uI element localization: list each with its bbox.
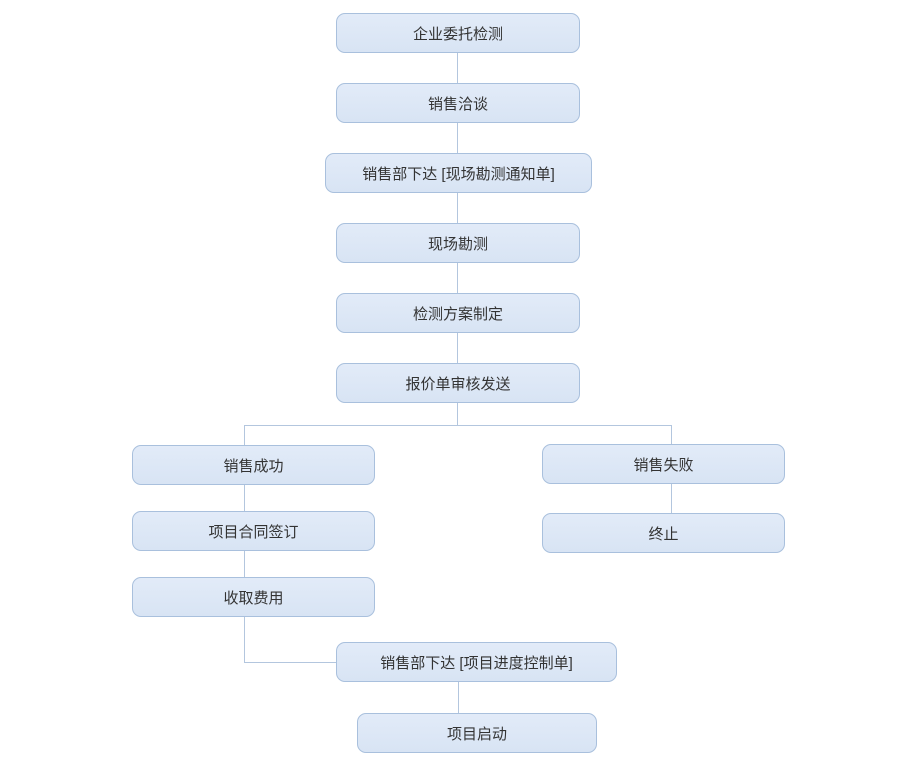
connector-split-n7: [244, 425, 245, 445]
node-project-contract-signing: 项目合同签订: [132, 511, 375, 551]
node-terminate: 终止: [542, 513, 785, 553]
connector-n11-elbow-horizontal: [244, 662, 337, 663]
connector-n8-n10: [671, 484, 672, 513]
connector-n6-split: [457, 403, 458, 425]
connector-n3-n4: [457, 193, 458, 223]
node-quotation-review-send: 报价单审核发送: [336, 363, 580, 403]
node-sales-dept-progress-control: 销售部下达 [项目进度控制单]: [336, 642, 617, 682]
connector-n12-n13: [458, 682, 459, 713]
connector-n2-n3: [457, 123, 458, 153]
node-sales-success: 销售成功: [132, 445, 375, 485]
node-sales-negotiation: 销售洽谈: [336, 83, 580, 123]
node-fee-collection: 收取费用: [132, 577, 375, 617]
node-sales-dept-survey-notice: 销售部下达 [现场勘测通知单]: [325, 153, 592, 193]
connector-n1-n2: [457, 53, 458, 83]
connector-n11-elbow-vertical: [244, 617, 245, 662]
connector-n4-n5: [457, 263, 458, 293]
connector-n9-n11: [244, 551, 245, 577]
node-project-launch: 项目启动: [357, 713, 597, 753]
connector-n5-n6: [457, 333, 458, 363]
connector-n7-n9: [244, 485, 245, 511]
node-sales-failure: 销售失败: [542, 444, 785, 484]
connector-split-n8: [671, 425, 672, 444]
connector-branch-horizontal: [244, 425, 672, 426]
node-enterprise-commission-testing: 企业委托检测: [336, 13, 580, 53]
node-test-plan-formulation: 检测方案制定: [336, 293, 580, 333]
node-site-survey: 现场勘测: [336, 223, 580, 263]
